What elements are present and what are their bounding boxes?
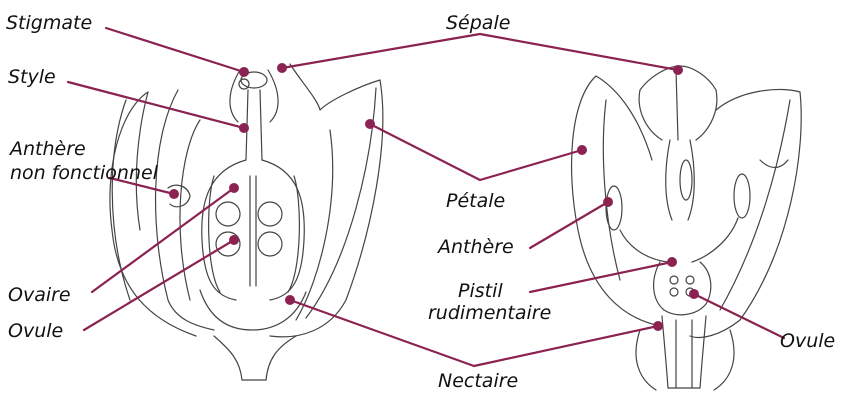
label-stigmate: Stigmate <box>6 12 92 34</box>
dot-stigmate <box>239 67 249 77</box>
leader-dots <box>169 63 699 331</box>
leader-petale-right <box>480 150 582 180</box>
dot-sepale-right <box>673 65 683 75</box>
dot-pistil <box>667 257 677 267</box>
dot-anthere-nf <box>169 189 179 199</box>
label-sepale: Sépale <box>446 12 510 34</box>
label-anthere-nf-line1: Anthère <box>10 138 86 160</box>
dot-nectaire-left <box>285 295 295 305</box>
leader-nectaire-right <box>474 326 658 366</box>
dot-sepale-left <box>277 63 287 73</box>
label-petale: Pétale <box>446 190 505 212</box>
label-ovule-right: Ovule <box>780 330 835 352</box>
label-pistil-line1: Pistil <box>458 280 503 302</box>
dot-ovaire <box>229 183 239 193</box>
female-flower-drawing <box>110 64 383 380</box>
label-style: Style <box>8 66 56 88</box>
leader-stigmate <box>106 28 244 72</box>
leader-ovule-right <box>694 294 784 338</box>
label-anthere: Anthère <box>438 236 514 258</box>
leader-style <box>68 82 244 128</box>
dot-ovule-left <box>229 235 239 245</box>
label-ovule-left: Ovule <box>8 320 63 342</box>
dot-anthere <box>603 197 613 207</box>
male-flower-drawing <box>572 66 802 390</box>
leader-petale-left <box>370 124 480 180</box>
label-ovaire: Ovaire <box>8 284 71 306</box>
dot-style <box>239 123 249 133</box>
leader-anthere <box>530 202 608 248</box>
leader-sepale-left <box>282 34 480 68</box>
label-nectaire: Nectaire <box>438 370 518 392</box>
label-pistil-line2: rudimentaire <box>428 302 551 324</box>
dot-petale-left <box>365 119 375 129</box>
label-anthere-nf-line2: non fonctionnel <box>10 162 158 184</box>
leader-sepale-right <box>480 34 678 70</box>
dot-petale-right <box>577 145 587 155</box>
dot-ovule-right <box>689 289 699 299</box>
dot-nectaire-right <box>653 321 663 331</box>
